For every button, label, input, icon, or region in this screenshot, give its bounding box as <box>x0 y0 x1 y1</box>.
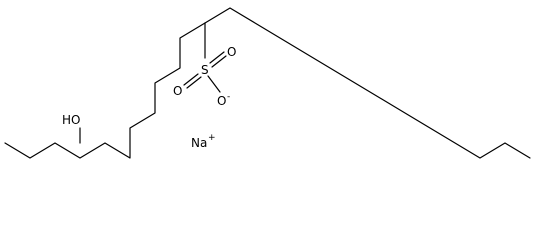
oxygen-label-lower: O <box>173 84 182 98</box>
sulfur-atom-label: S <box>201 63 209 77</box>
sulfur-oxygen-double-bond <box>211 55 227 68</box>
sodium-ion-label: Na <box>191 136 207 150</box>
sulfur-oxygen-double-bond <box>186 76 202 89</box>
molecule-canvas: HO S O O O - Na + <box>4 7 531 159</box>
sulfur-oxygen-double-bond <box>209 51 225 64</box>
oxide-charge-label: - <box>227 92 230 102</box>
structure-diagram: HO S O O O - Na + <box>4 7 531 159</box>
oxide-oxygen-label: O <box>217 94 226 108</box>
sodium-charge-label: + <box>208 133 216 143</box>
hydroxyl-label: HO <box>62 113 80 127</box>
carbon-chain-left <box>4 22 206 159</box>
carbon-chain-right <box>204 7 531 159</box>
sulfur-oxygen-double-bond <box>183 73 199 86</box>
sulfur-oxide-bond <box>207 75 221 93</box>
oxygen-label-upper: O <box>227 45 236 59</box>
